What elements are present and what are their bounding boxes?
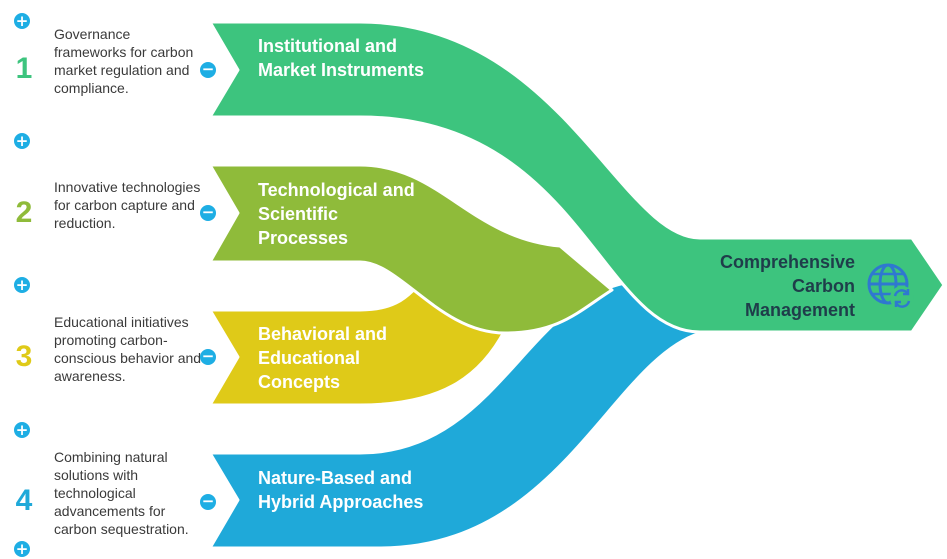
globe-refresh-icon — [867, 263, 914, 310]
result-label: Comprehensive Carbon Management — [719, 252, 855, 320]
step-label-4: Nature-Based and Hybrid Approaches — [258, 468, 424, 512]
collapse-icon[interactable]: − — [200, 203, 216, 221]
band-4 — [208, 281, 702, 550]
step-description-2: Innovative technologies for carbon captu… — [54, 179, 201, 231]
collapse-icon[interactable]: − — [200, 492, 216, 510]
step-number-4: 4 — [15, 484, 33, 517]
band-1 — [208, 20, 946, 334]
expand-icon[interactable]: + — [14, 421, 30, 439]
step-label-2: Technological and Scientific Processes — [258, 180, 415, 248]
step-number-2: 2 — [15, 196, 33, 229]
band-2 — [208, 163, 614, 335]
step-number-1: 1 — [15, 52, 33, 85]
expand-icon[interactable]: + — [14, 12, 30, 30]
step-description-3: Educational initiatives promoting carbon… — [54, 314, 202, 384]
band-3 — [208, 284, 507, 407]
step-label-3: Behavioral and Educational Concepts — [258, 324, 388, 392]
collapse-icon[interactable]: − — [200, 347, 216, 365]
expand-icon[interactable]: + — [14, 276, 30, 294]
expand-icon[interactable]: + — [14, 132, 30, 150]
step-description-1: Governance frameworks for carbon market … — [54, 26, 194, 96]
step-description-4: Combining natural solutions with technol… — [54, 449, 189, 537]
collapse-icon[interactable]: − — [200, 60, 216, 78]
step-label-1: Institutional and Market Instruments — [258, 36, 425, 80]
step-number-3: 3 — [15, 340, 33, 373]
expand-icon[interactable]: + — [14, 540, 30, 558]
